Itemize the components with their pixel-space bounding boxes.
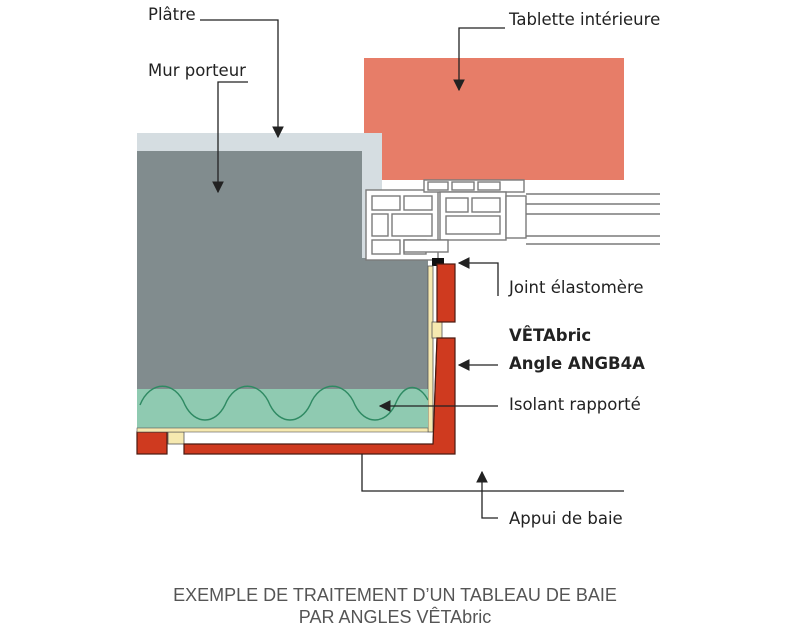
leader-appui xyxy=(361,454,624,492)
joint-filler-small xyxy=(431,321,443,339)
label-tablette: Tablette intérieure xyxy=(508,10,660,29)
window-frame-profile xyxy=(365,179,660,261)
label-vetabric: VÊTAbric xyxy=(509,326,591,345)
isolant-rapporte xyxy=(137,389,428,428)
label-appui: Appui de baie xyxy=(509,509,623,528)
mur-porteur-lower xyxy=(137,258,428,389)
leader-mur-porteur xyxy=(212,81,248,194)
caption-line-1: EXEMPLE DE TRAITEMENT D’UN TABLEAU DE BA… xyxy=(173,585,617,605)
label-angle: Angle ANGB4A xyxy=(509,354,645,373)
leader-appui-arrow xyxy=(476,470,498,519)
leader-joint xyxy=(457,257,499,296)
leader-tablette xyxy=(453,27,505,92)
joint-elastomere xyxy=(432,258,444,266)
joint-filler-vertical xyxy=(427,265,434,433)
angle-inner-edge xyxy=(184,337,438,445)
label-platre: Plâtre xyxy=(148,5,196,24)
tablette-interieure-board xyxy=(364,58,624,180)
isolant-wave xyxy=(139,385,429,421)
label-isolant: Isolant rapporté xyxy=(509,395,641,414)
label-mur-porteur: Mur porteur xyxy=(148,61,246,80)
isolant-base-line xyxy=(136,427,429,433)
leader-platre xyxy=(200,19,284,139)
label-joint: Joint élastomère xyxy=(508,278,644,297)
joint-filler-bottom xyxy=(167,431,185,445)
caption-line-2: PAR ANGLES VÊTAbric xyxy=(299,607,491,627)
